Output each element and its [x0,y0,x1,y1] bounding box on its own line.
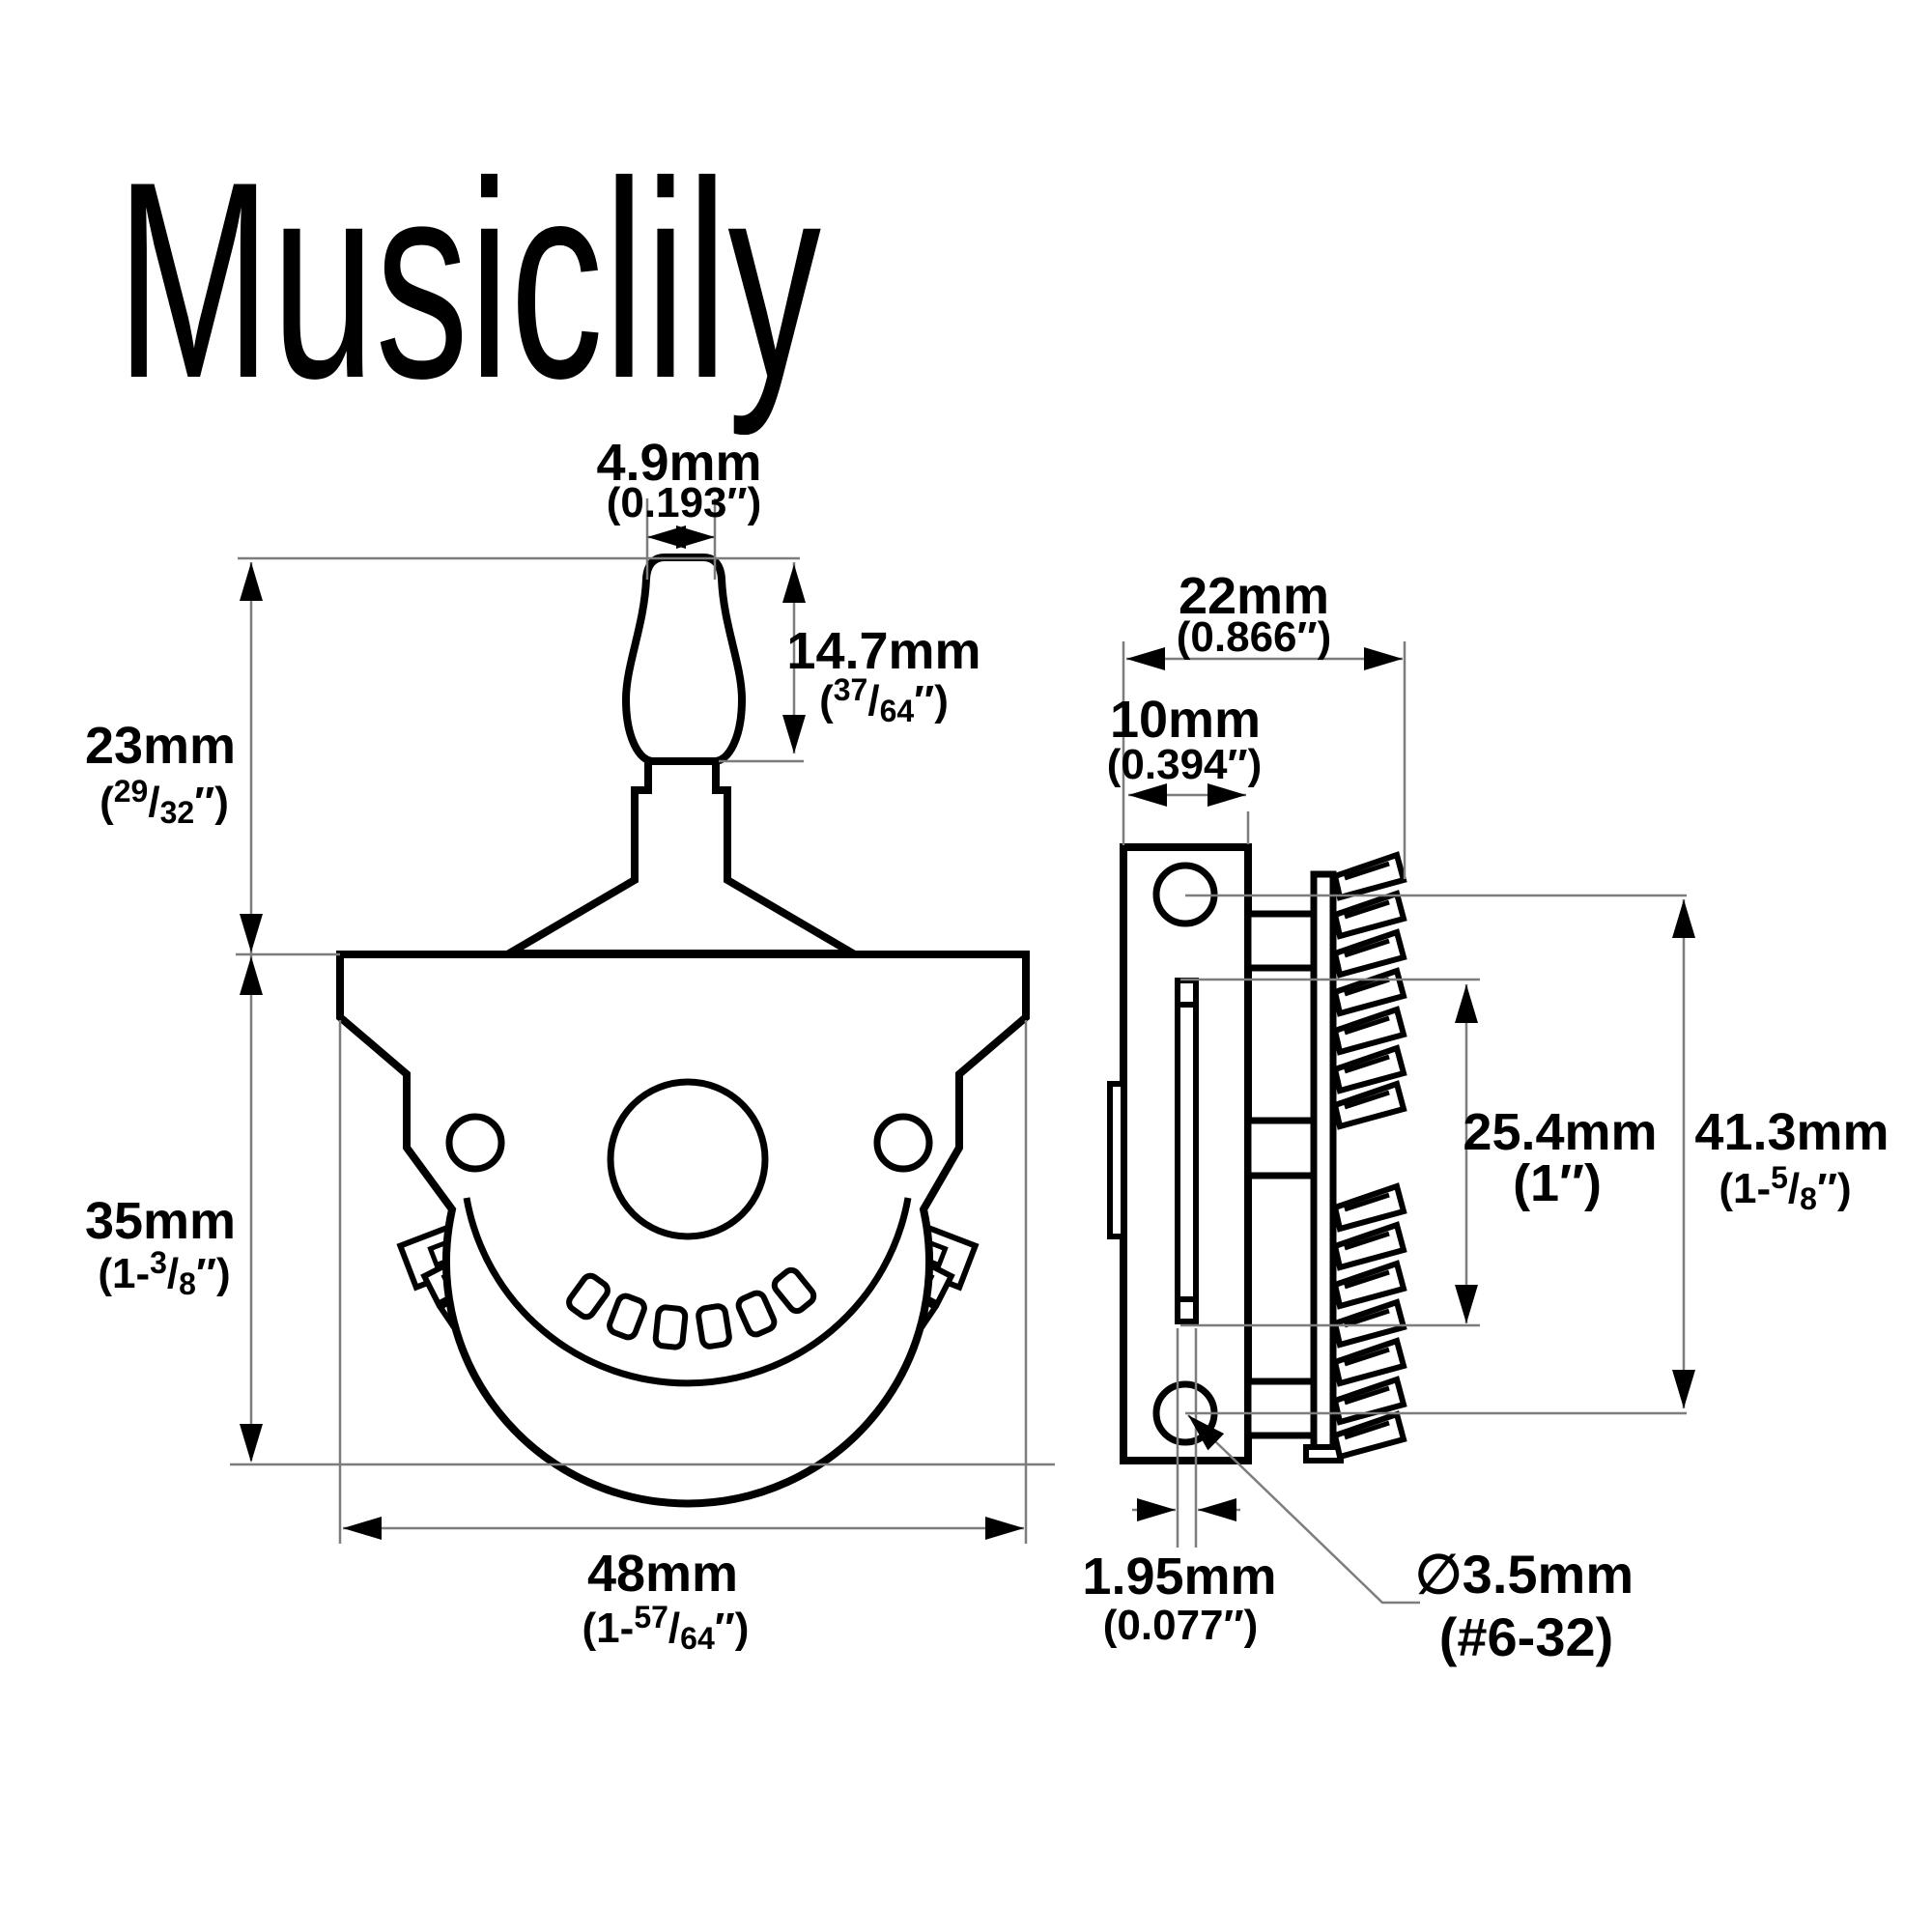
side-wafer-strip [1175,978,1199,1324]
front-right-screw-hole [873,1113,933,1173]
dim-wafer-thickness-inch: (0.077″) [1103,1602,1259,1649]
dim-body-height-mm: 35mm [85,1192,236,1250]
screw-hole-leader-line [1187,1414,1420,1605]
frame-post-middle [1244,1117,1318,1179]
center-hub-circle [607,1078,769,1240]
frame-post-bottom [1244,1378,1318,1439]
side-wafer-board [1310,870,1337,1458]
dim-mount-span-mm: 41.3mm [1694,1103,1889,1161]
side-mounting-plate [1120,843,1252,1464]
detent-slots [566,1266,817,1350]
dim-body-height-inch: (1-3/8″) [98,1245,230,1301]
front-left-screw-hole [445,1113,505,1173]
dim-depth-mm: 22mm [1179,567,1329,625]
dim-mount-span-inch: (1-5/8″) [1719,1160,1851,1216]
dim-body-width-mm: 48mm [587,1545,738,1603]
dim-tip-width-inch: (0.193″) [607,479,762,526]
dim-wafer-span-inch: (1″) [1513,1154,1602,1212]
body-rim-arc [463,1197,912,1387]
front-view-drawing [336,554,1030,1508]
dim-upper-height-inch: (29/32″) [99,774,229,830]
dim-tip-height-inch: (37/64″) [819,672,949,728]
dim-screw-hole-mm: ∅3.5mm [1415,1544,1634,1605]
dim-wafer-thickness-mm: 1.95mm [1082,1548,1276,1605]
dim-tip-height-mm: 14.7mm [786,622,980,680]
brand-logo: Musiclily [116,124,821,438]
dim-plate-depth-inch: (0.394″) [1107,741,1263,788]
dim-plate-depth-mm: 10mm [1110,691,1261,749]
dim-screw-hole-thread: (#6-32) [1439,1606,1614,1667]
dimension-lines [230,498,1695,1605]
dim-wafer-span-mm: 25.4mm [1463,1103,1657,1161]
dim-upper-height-mm: 23mm [85,717,236,775]
side-left-tab [1107,1081,1126,1239]
dim-tip-width-mm: 4.9mm [596,434,761,492]
dimension-labels: 4.9mm (0.193″) 14.7mm (37/64″) 23mm (29/… [85,434,1889,1667]
dim-depth-inch: (0.866″) [1177,613,1332,661]
frame-post-top [1244,910,1318,972]
switch-knob-tip [621,554,747,765]
dim-body-width-inch: (1-57/64″) [582,1600,750,1656]
